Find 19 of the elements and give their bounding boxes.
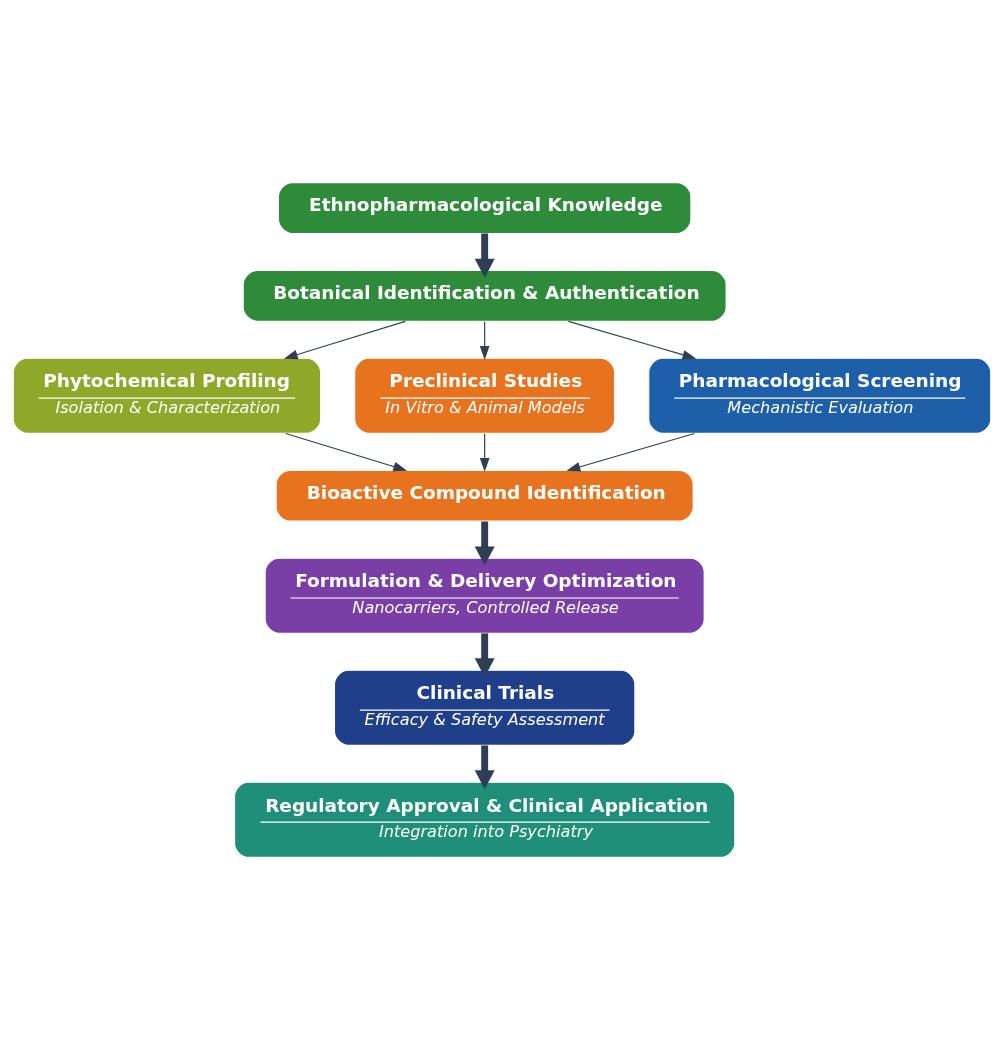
arrow [283, 320, 406, 359]
node-box: Phytochemical Profiling Isolation & Characterization [12, 357, 322, 434]
node-box: Ethnopharmacological Knowledge [277, 181, 692, 234]
node-box: Pharmacological Screening Mechanistic Evaluation [648, 357, 992, 434]
arrow [285, 432, 408, 471]
arrow [479, 320, 490, 360]
arrow [474, 632, 495, 677]
node-box: Clinical Trials Efficacy & Safety Assessment [333, 669, 636, 746]
arrow [567, 320, 697, 359]
node-box: Formulation & Delivery Optimization Nanocarriers, Controlled Release [264, 557, 705, 634]
node-box: Bioactive Compound Identification [275, 469, 694, 522]
arrow [479, 432, 490, 472]
arrow [474, 232, 495, 278]
arrow [566, 432, 696, 472]
node-box: Preclinical Studies In Vitro & Animal Models [354, 357, 616, 434]
node-box: Regulatory Approval & Clinical Application Integration into Psychiatry [233, 781, 736, 858]
node-box: Botanical Identification & Authentication [242, 269, 727, 322]
arrow [474, 744, 495, 789]
arrow [474, 521, 495, 566]
